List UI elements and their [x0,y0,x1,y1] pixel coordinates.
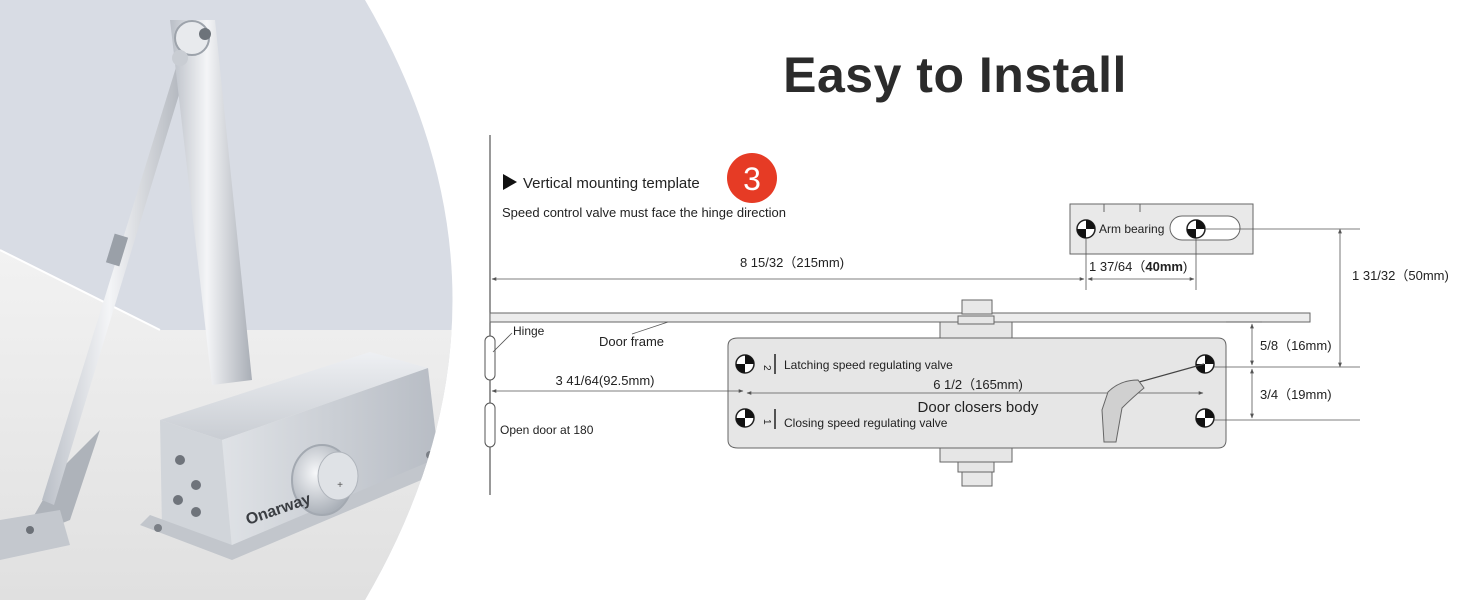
closing-valve-label: Closing speed regulating valve [784,416,948,430]
dim-arm-holes-prefix: 1 37/64（ [1089,259,1145,274]
dim-frame-to-body: 5/8（16mm) [1260,338,1332,353]
door-frame-label: Door frame [599,334,664,349]
play-triangle-icon [503,174,517,190]
mounting-hole-icon [1186,219,1206,239]
dim-hole-spacing-vertical: 3/4（19mm) [1260,387,1332,402]
open-door-label: Open door at 180 [500,423,594,437]
door-frame [489,312,1311,323]
dim-arm-height: 1 31/32（50mm) [1352,268,1449,283]
dim-body-hole-spacing: 6 1/2（165mm) [933,377,1023,392]
dim-hinge-to-body: 3 41/64(92.5mm) [556,373,655,388]
svg-text:+: + [337,480,343,491]
hinge-top [484,335,496,381]
dim-arm-holes-value: 40mm [1145,259,1183,274]
mounting-hole-icon [1195,408,1215,428]
step-badge [727,153,777,203]
dim-hinge-to-arm: 8 15/32（215mm) [740,255,844,270]
product-photo: + Onarway [0,0,453,600]
hinge-label: Hinge [513,324,545,338]
dim-arm-holes: 1 37/64（40mm) [1089,259,1187,274]
mounting-hole-icon [1195,354,1215,374]
step-number: 3 [743,161,761,197]
page-title: Easy to Install [783,47,1127,103]
latching-valve-label: Latching speed regulating valve [784,358,953,372]
valve-mark-bottom: 1 [761,419,772,425]
mounting-hole-icon [735,408,755,428]
mounting-template: Vertical mounting template 3 Speed contr… [484,135,1449,495]
dim-arm-holes-suffix: ) [1183,259,1187,274]
arm-bearing-label: Arm bearing [1099,222,1164,236]
door-closer-body-label: Door closers body [918,399,1039,416]
template-heading: Vertical mounting template [523,175,700,192]
hinge-bottom [484,402,496,448]
template-note: Speed control valve must face the hinge … [502,205,786,220]
mounting-hole-icon [1076,219,1096,239]
mounting-hole-icon [735,354,755,374]
valve-mark-top: 2 [761,365,772,371]
screwdriver-icon [1101,363,1205,443]
